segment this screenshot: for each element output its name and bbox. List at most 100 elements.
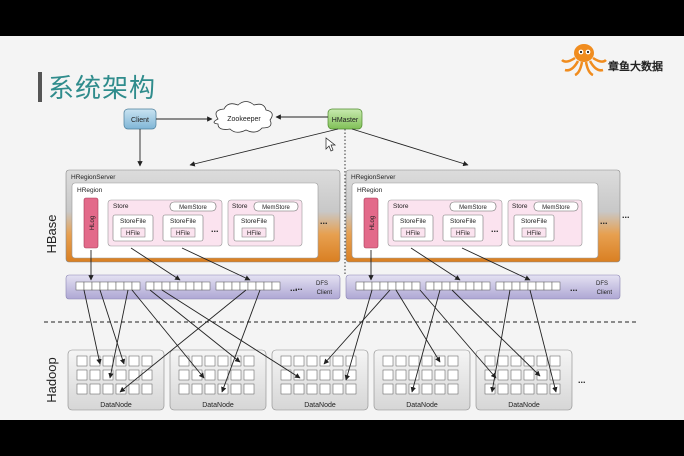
- dfs-to-datanode-arrow-16: [344, 289, 373, 381]
- datanode-4-block: [382, 369, 394, 381]
- dfs-to-datanode-arrow-11: [419, 289, 497, 379]
- client-label: Client: [131, 117, 149, 124]
- store-1-2-label: Store: [232, 203, 248, 210]
- dfs-block-2-2-1: [425, 281, 435, 291]
- datanode-3-block: [345, 355, 357, 367]
- store-2-1-label: Store: [393, 203, 409, 210]
- store-1-1-label: Store: [113, 203, 129, 210]
- dfs-block-2-2-3: [441, 281, 451, 291]
- datanode-4-block: [421, 369, 433, 381]
- datanode-4-block: [434, 355, 446, 367]
- datanode-2-block: [243, 355, 255, 367]
- dfs-block-2-1-5: [387, 281, 397, 291]
- datanode-1-block: [128, 369, 140, 381]
- datanode-3-block: [319, 383, 331, 395]
- datanode-1-block: [89, 383, 101, 395]
- datanode-3-block: [306, 355, 318, 367]
- region-server-more: ...: [622, 210, 630, 220]
- hregion-2-label: HRegion: [357, 187, 383, 194]
- octopus-logo-icon: [561, 44, 607, 76]
- dfs-to-datanode-arrow-9: [323, 289, 391, 365]
- datanode-2-block: [191, 355, 203, 367]
- dfs-client-2-more: ...: [570, 283, 578, 293]
- datanode-1-block: [76, 355, 88, 367]
- hadoop-side-label: Hadoop: [44, 357, 59, 403]
- datanode-2-block: [204, 383, 216, 395]
- memstore-2-2: [533, 201, 579, 212]
- hfile-1-1-1: [120, 227, 146, 238]
- dfs-to-datanode-arrow-13: [451, 289, 541, 377]
- storefile-2-2-1-label: StoreFile: [521, 218, 547, 225]
- storefile-1-2-1-label: StoreFile: [241, 218, 267, 225]
- datanode-4-block: [395, 355, 407, 367]
- dfs-block-1-3-3: [231, 281, 241, 291]
- memstore-1-1: [169, 201, 217, 212]
- datanode-3-block: [293, 355, 305, 367]
- dfs-block-1-3-5: [247, 281, 257, 291]
- dfs-to-datanode-arrow-7: [161, 289, 301, 379]
- dfs-block-1-1-3: [91, 281, 101, 291]
- hfile-2-1-1-label: HFile: [406, 231, 421, 237]
- datanode-3-block: [332, 383, 344, 395]
- memstore-2-1-label: MemStore: [459, 205, 487, 211]
- datanode-3-label: DataNode: [304, 402, 336, 409]
- datanode-5-block: [484, 355, 496, 367]
- datanode-more: ...: [578, 375, 586, 385]
- hmaster-to-server2-arrow: [351, 128, 469, 167]
- datanode-2-block: [178, 355, 190, 367]
- dfs-block-2-2-5: [457, 281, 467, 291]
- datanode-2-block: [217, 369, 229, 381]
- region-server-2-label: HRegionServer: [351, 174, 396, 181]
- hlog-2: [363, 197, 379, 249]
- dfs-block-1-3-6: [255, 281, 265, 291]
- dfs-to-datanode-arrow-14: [490, 289, 511, 393]
- dfs-to-datanode-arrow-8: [221, 289, 261, 393]
- dfs-block-2-2-6: [465, 281, 475, 291]
- hfile-1-1-to-dfs-arrow: [130, 247, 181, 281]
- dfs-client-1-label-1: DFS: [316, 281, 328, 287]
- dfs-to-datanode-arrow-4: [131, 289, 205, 379]
- dfs-to-datanode-arrow-3: [108, 289, 129, 379]
- dfs-block-1-2-2: [153, 281, 163, 291]
- datanode-4-block: [434, 369, 446, 381]
- datanode-5-block: [523, 369, 535, 381]
- datanode-5-label: DataNode: [508, 402, 540, 409]
- hfile-1-1-2: [170, 227, 196, 238]
- dfs-block-1-2-6: [185, 281, 195, 291]
- datanode-5-block: [497, 355, 509, 367]
- dfs-block-1-2-3: [161, 281, 171, 291]
- hfile-2-2-1-label: HFile: [527, 231, 542, 237]
- datanode-4-block: [408, 355, 420, 367]
- datanode-3-block: [280, 383, 292, 395]
- datanode-4-block: [395, 383, 407, 395]
- hfile-2-1-2: [450, 227, 476, 238]
- datanode-4-block: [382, 383, 394, 395]
- dfs-block-1-1-4: [99, 281, 109, 291]
- datanode-1-block: [128, 355, 140, 367]
- dfs-block-2-3-6: [535, 281, 545, 291]
- hfile-2-2-1: [521, 227, 547, 238]
- datanode-3-block: [332, 369, 344, 381]
- storefile-1-1-2-label: StoreFile: [170, 218, 196, 225]
- dfs-block-1-1-1: [75, 281, 85, 291]
- datanode-1-block: [102, 383, 114, 395]
- hlog-1: [83, 197, 99, 249]
- datanode-1-block: [141, 369, 153, 381]
- hfile-2-1-2-label: HFile: [456, 231, 471, 237]
- dfs-block-2-3-5: [527, 281, 537, 291]
- dfs-block-1-2-1: [145, 281, 155, 291]
- dfs-block-1-3-4: [239, 281, 249, 291]
- dfs-block-1-2-8: [201, 281, 211, 291]
- dfs-block-1-1-5: [107, 281, 117, 291]
- memstore-2-1: [449, 201, 497, 212]
- dfs-block-2-2-4: [449, 281, 459, 291]
- hregion-1-label: HRegion: [77, 187, 103, 194]
- datanode-1-block: [102, 355, 114, 367]
- dfs-to-datanode-arrow-10: [395, 289, 441, 363]
- hmaster-to-server1-arrow: [189, 128, 339, 167]
- dfs-client-1-label-2: Client: [317, 290, 333, 296]
- datanode-5-block: [536, 355, 548, 367]
- datanode-2-block: [230, 383, 242, 395]
- datanode-2-block: [217, 355, 229, 367]
